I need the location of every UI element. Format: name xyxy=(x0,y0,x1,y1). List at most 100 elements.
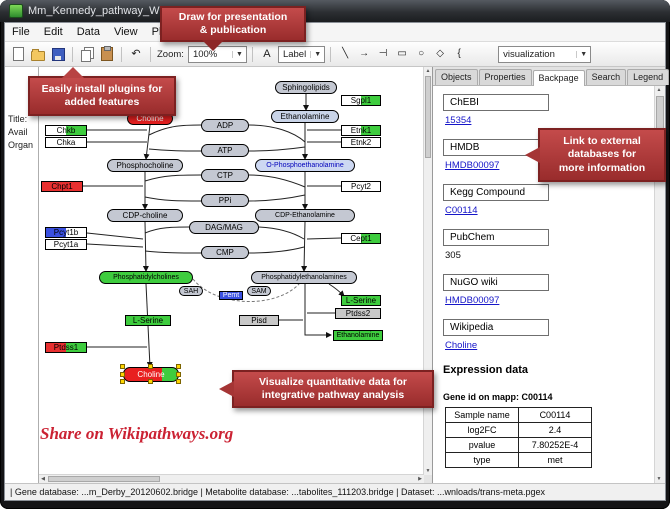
shape-tool-button-0[interactable]: ╲ xyxy=(342,48,349,59)
shape-tool-button-1[interactable]: → xyxy=(359,48,370,59)
visualization-select[interactable]: visualization ▼ xyxy=(498,45,592,63)
pathway-node-ethanolamine[interactable]: Ethanolamine xyxy=(333,330,383,341)
pathway-node-pcyt2[interactable]: Pcyt2 xyxy=(341,181,381,192)
shape-tool-button-5[interactable]: ◇ xyxy=(436,48,444,59)
shape-tool-button-4[interactable]: ○ xyxy=(418,48,425,59)
scroll-up-icon[interactable]: ▲ xyxy=(656,87,662,93)
backpage-section-pubchem: PubChem xyxy=(443,229,549,246)
pathway-node-sphingolipids[interactable]: Sphingolipids xyxy=(275,81,337,94)
selection-handle[interactable] xyxy=(176,379,181,384)
undo-button[interactable]: ↶ xyxy=(127,45,145,63)
pathway-node-adp[interactable]: ADP xyxy=(201,119,249,132)
pathway-node-pisd[interactable]: Pisd xyxy=(239,315,279,326)
pathway-node-dag-mag[interactable]: DAG/MAG xyxy=(189,221,259,234)
external-db-link[interactable]: HMDB00097 xyxy=(445,295,500,306)
save-button[interactable] xyxy=(49,45,67,63)
pathway-node-chka[interactable]: Chka xyxy=(45,137,87,148)
selection-handle[interactable] xyxy=(120,371,125,377)
info-line: Title: xyxy=(8,114,28,124)
pathway-node-chkb[interactable]: Chkb xyxy=(45,125,87,136)
pathway-node-etnk1[interactable]: Etnk1 xyxy=(341,125,381,136)
selection-handle[interactable] xyxy=(148,364,153,369)
backpage-section-chebi: ChEBI xyxy=(443,94,549,111)
pathway-node-ppi[interactable]: PPi xyxy=(201,194,249,207)
paste-button[interactable] xyxy=(98,45,116,63)
canvas-vertical-scrollbar[interactable]: ▲ ▼ xyxy=(423,67,432,475)
pathway-node-cmp[interactable]: CMP xyxy=(201,246,249,259)
pathway-node-pcyt1a[interactable]: Pcyt1a xyxy=(45,239,87,250)
tab-objects[interactable]: Objects xyxy=(435,69,478,85)
tab-backpage[interactable]: Backpage xyxy=(532,70,585,86)
pathway-node-cdp-choline[interactable]: CDP-choline xyxy=(107,209,183,222)
pathway-node-sam[interactable]: SAM xyxy=(247,286,271,296)
pathway-node-ctp[interactable]: CTP xyxy=(201,169,249,182)
pathway-node-sah[interactable]: SAH xyxy=(179,286,203,296)
backpage-section-wikipedia: Wikipedia xyxy=(443,319,549,336)
scroll-down-icon[interactable]: ▼ xyxy=(656,476,662,482)
external-db-link[interactable]: Choline xyxy=(445,340,478,351)
external-db-link[interactable]: 15354 xyxy=(445,115,472,126)
shape-tool-button-6[interactable]: { xyxy=(457,48,461,59)
pathway-node-etnk2[interactable]: Etnk2 xyxy=(341,137,381,148)
external-db-value: 305 xyxy=(445,250,461,261)
menu-file[interactable]: File xyxy=(12,26,30,38)
table-cell: C00114 xyxy=(518,407,592,423)
scroll-left-icon[interactable]: ◀ xyxy=(41,476,45,482)
pathway-node-o-phosphoethanolamine[interactable]: O-Phosphoethanolamine xyxy=(255,159,355,172)
pathway-node-ethanolamine[interactable]: Ethanolamine xyxy=(271,110,339,123)
canvas-horizontal-scrollbar[interactable]: ◀ ▶ xyxy=(39,474,424,483)
pathway-node-atp[interactable]: ATP xyxy=(201,144,249,157)
pathway-node-cept1[interactable]: Cept1 xyxy=(341,233,381,244)
tab-properties[interactable]: Properties xyxy=(478,69,532,85)
pathway-node-l-serine[interactable]: L-Serine xyxy=(125,315,171,326)
selection-handle[interactable] xyxy=(120,364,125,369)
selection-handle[interactable] xyxy=(120,379,125,384)
pathway-node-phosphatidylethanolamines[interactable]: Phosphatidylethanolamines xyxy=(251,271,357,284)
scroll-down-icon[interactable]: ▼ xyxy=(425,468,431,474)
callout-visualize-data: Visualize quantitative data for integrat… xyxy=(219,370,434,408)
pathway-node-l-serine[interactable]: L-Serine xyxy=(341,295,381,306)
pathway-node-cdp-ethanolamine[interactable]: CDP-Ethanolamine xyxy=(255,209,355,222)
pathway-node-chpt1[interactable]: Chpt1 xyxy=(41,181,83,192)
shape-tool-button-3[interactable]: ▭ xyxy=(397,48,407,59)
pathway-node-sgpl1[interactable]: Sgpl1 xyxy=(341,95,381,106)
pathway-node-phosphatidylcholines[interactable]: Phosphatidylcholines xyxy=(99,271,193,284)
scrollbar-thumb[interactable] xyxy=(48,476,160,482)
tab-search[interactable]: Search xyxy=(585,69,627,85)
expression-data-title: Expression data xyxy=(443,364,528,376)
new-file-button[interactable] xyxy=(9,45,27,63)
menu-data[interactable]: Data xyxy=(76,26,100,38)
pathway-node-ptdss2[interactable]: Ptdss2 xyxy=(335,308,381,319)
toolbar-separator xyxy=(72,46,73,62)
pathway-node-pcyt1b[interactable]: Pcyt1b xyxy=(45,227,87,238)
copy-button[interactable] xyxy=(78,45,96,63)
shape-tool-button-2[interactable]: ⊣ xyxy=(378,48,388,59)
toolbar-separator xyxy=(150,46,151,62)
scroll-right-icon[interactable]: ▶ xyxy=(418,476,422,482)
menu-view[interactable]: View xyxy=(113,26,138,38)
datanode-type-select[interactable]: Label ▼ xyxy=(277,45,326,63)
pathway-node-ptdss1[interactable]: Ptdss1 xyxy=(45,342,87,353)
external-db-link[interactable]: HMDB00097 xyxy=(445,160,500,171)
zoom-label: Zoom: xyxy=(157,48,184,60)
title-bar[interactable]: Mm_Kennedy_pathway_WP1771_45176.gpml xyxy=(0,0,670,22)
tab-legend[interactable]: Legend xyxy=(627,69,670,85)
selection-handle[interactable] xyxy=(148,379,153,384)
scrollbar-thumb[interactable] xyxy=(425,76,431,158)
menu-edit[interactable]: Edit xyxy=(43,26,63,38)
scroll-up-icon[interactable]: ▲ xyxy=(425,68,431,74)
pathway-node-pemt[interactable]: Pemt xyxy=(219,291,243,300)
scrollbar-corner xyxy=(424,475,432,483)
open-button[interactable] xyxy=(29,45,47,63)
paste-icon xyxy=(101,46,113,61)
selection-handle[interactable] xyxy=(176,364,181,369)
external-db-link[interactable]: C00114 xyxy=(445,205,478,216)
text-tool-button[interactable]: A xyxy=(263,47,271,60)
pathway-node-phosphocholine[interactable]: Phosphocholine xyxy=(107,159,183,172)
selection-handle[interactable] xyxy=(176,371,181,377)
